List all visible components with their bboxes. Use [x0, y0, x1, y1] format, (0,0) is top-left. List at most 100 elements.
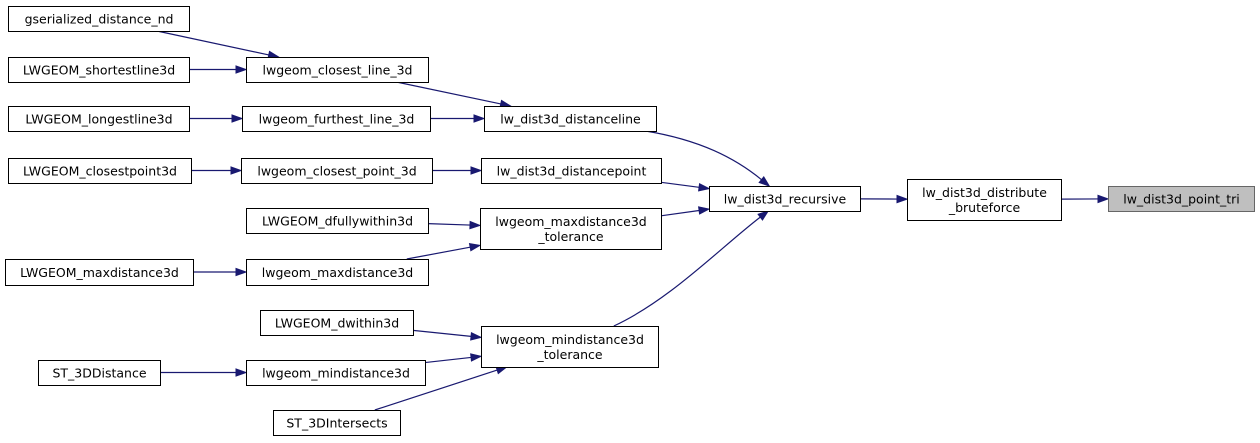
- edge-line: [156, 30, 269, 56]
- node-lw-dist3d-recursive[interactable]: lw_dist3d_recursive: [709, 186, 861, 212]
- node-box[interactable]: [5, 259, 194, 286]
- arrowhead: [470, 166, 483, 175]
- edge-lwgeom_closestpoint3d-to-lwgeom_closest_point_3d: [191, 166, 243, 175]
- node-label: lwgeom_closest_point_3d: [257, 164, 416, 179]
- node-label: LWGEOM_dfullywithin3d: [262, 214, 413, 229]
- edge-lwgeom_shortestline3d-to-lwgeom_closest_line_3d: [189, 65, 248, 74]
- node-box[interactable]: [8, 57, 190, 83]
- edge-line: [645, 130, 762, 181]
- edge-lwgeom_dfullywithin3d-to-lwgeom_maxdistance3d_tolerance: [427, 220, 482, 230]
- node-box[interactable]: [246, 259, 429, 286]
- arrowhead: [1097, 194, 1110, 204]
- node-box[interactable]: [38, 360, 161, 386]
- node-lwgeom-mindistance3d[interactable]: lwgeom_mindistance3d: [246, 360, 426, 386]
- node-box[interactable]: [241, 158, 433, 184]
- node-label: LWGEOM_maxdistance3d: [20, 265, 179, 280]
- node-lwgeom-closest-point-3d[interactable]: lwgeom_closest_point_3d: [241, 158, 433, 184]
- node-lwgeom-maxdistance3d-upper[interactable]: LWGEOM_maxdistance3d: [5, 259, 194, 286]
- edge-lw_dist3d_distancepoint-to-lw_dist3d_recursive: [660, 181, 711, 192]
- arrowhead: [896, 194, 909, 204]
- arrowhead: [758, 176, 771, 187]
- node-label: lw_dist3d_distancepoint: [497, 164, 647, 179]
- node-lwgeom-closest-line-3d[interactable]: lwgeom_closest_line_3d: [246, 57, 429, 83]
- edge-lwgeom_longestline3d-to-lwgeom_furthest_line_3d: [189, 114, 244, 123]
- arrowhead: [470, 332, 483, 341]
- node-label: LWGEOM_closestpoint3d: [23, 164, 177, 179]
- node-box[interactable]: [907, 179, 1062, 221]
- edge-lw_dist3d_distanceline-to-lw_dist3d_recursive: [645, 130, 771, 187]
- arrowhead: [468, 243, 482, 252]
- edge-st_3ddistance-to-lwgeom_mindistance3d: [160, 368, 248, 377]
- node-label: gserialized_distance_nd: [25, 12, 174, 27]
- node-box[interactable]: [481, 326, 659, 368]
- node-box[interactable]: [8, 6, 190, 32]
- node-box[interactable]: [484, 106, 657, 132]
- node-box[interactable]: [481, 158, 662, 184]
- node-label: lwgeom_furthest_line_3d: [259, 112, 415, 127]
- node-label: LWGEOM_longestline3d: [25, 112, 172, 127]
- node-box[interactable]: [8, 158, 192, 184]
- edge-line: [424, 356, 472, 364]
- node-box[interactable]: [709, 186, 861, 212]
- node-lw-dist3d-distancepoint[interactable]: lw_dist3d_distancepoint: [481, 158, 662, 184]
- node-label: lwgeom_mindistance3d: [496, 332, 644, 347]
- edge-lwgeom_maxdistance3d_tolerance-to-lw_dist3d_recursive: [660, 206, 711, 217]
- node-lwgeom-longestline3d[interactable]: LWGEOM_longestline3d: [8, 106, 190, 132]
- node-label: lw_dist3d_point_tri: [1123, 192, 1240, 207]
- node-gserialized-distance-nd[interactable]: gserialized_distance_nd: [8, 6, 190, 32]
- node-lwgeom-closestpoint3d[interactable]: LWGEOM_closestpoint3d: [8, 158, 192, 184]
- edge-lwgeom_closest_line_3d-to-lw_dist3d_distanceline: [396, 81, 513, 109]
- node-st-3dintersects[interactable]: ST_3DIntersects: [273, 410, 401, 436]
- node-lwgeom-maxdistance3d-tolerance[interactable]: lwgeom_maxdistance3d_tolerance: [480, 208, 662, 250]
- node-label: ST_3DDistance: [52, 366, 146, 381]
- node-box[interactable]: [273, 410, 401, 436]
- node-box[interactable]: [1108, 186, 1255, 212]
- node-box[interactable]: [246, 360, 426, 386]
- arrowhead: [698, 206, 711, 215]
- arrowhead: [757, 210, 770, 221]
- edge-lwgeom_mindistance3d_tolerance-to-lw_dist3d_recursive: [613, 210, 770, 327]
- node-box[interactable]: [260, 310, 414, 336]
- node-lwgeom-maxdistance3d[interactable]: lwgeom_maxdistance3d: [246, 259, 429, 286]
- node-label: ST_3DIntersects: [286, 416, 387, 431]
- edge-lwgeom_maxdistance3d_upper-to-lwgeom_maxdistance3d: [193, 267, 248, 277]
- node-lw-dist3d-distribute-bruteforce[interactable]: lw_dist3d_distribute_bruteforce: [907, 179, 1062, 221]
- edge-layer: [156, 30, 1110, 411]
- arrowhead: [235, 267, 248, 277]
- edge-lwgeom_closest_point_3d-to-lw_dist3d_distancepoint: [432, 166, 483, 175]
- arrowhead: [473, 114, 486, 123]
- node-lw-dist3d-distanceline[interactable]: lw_dist3d_distanceline: [484, 106, 657, 132]
- node-label: lwgeom_maxdistance3d: [262, 265, 413, 280]
- edge-lw_dist3d_distribute_bruteforce-to-lw_dist3d_point_tri: [1060, 194, 1110, 204]
- arrowhead: [235, 368, 248, 377]
- node-box[interactable]: [246, 208, 429, 234]
- node-lwgeom-dwithin3d[interactable]: LWGEOM_dwithin3d: [260, 310, 414, 336]
- node-label: LWGEOM_shortestline3d: [23, 63, 175, 78]
- node-label: lwgeom_closest_line_3d: [263, 63, 413, 78]
- arrowhead: [235, 65, 248, 74]
- node-box[interactable]: [480, 208, 662, 250]
- node-lw-dist3d-point-tri[interactable]: lw_dist3d_point_tri: [1108, 186, 1255, 212]
- node-st-3ddistance[interactable]: ST_3DDistance: [38, 360, 161, 386]
- node-layer: gserialized_distance_ndLWGEOM_shortestli…: [5, 6, 1255, 436]
- arrowhead: [469, 220, 482, 230]
- node-lwgeom-furthest-line-3d[interactable]: lwgeom_furthest_line_3d: [242, 106, 431, 132]
- node-lwgeom-dfullywithin3d[interactable]: LWGEOM_dfullywithin3d: [246, 208, 429, 234]
- node-box[interactable]: [246, 57, 429, 83]
- node-label: lw_dist3d_distribute: [922, 185, 1047, 200]
- node-label: lw_dist3d_recursive: [724, 192, 847, 207]
- edge-lwgeom_dwithin3d-to-lwgeom_mindistance3d_tolerance: [412, 329, 483, 341]
- edge-line: [427, 223, 471, 226]
- node-lwgeom-shortestline3d[interactable]: LWGEOM_shortestline3d: [8, 57, 190, 83]
- edge-line: [406, 246, 471, 260]
- node-label: lwgeom_mindistance3d: [262, 366, 410, 381]
- edge-lwgeom_furthest_line_3d-to-lw_dist3d_distanceline: [430, 114, 486, 123]
- node-box[interactable]: [8, 106, 190, 132]
- edge-lw_dist3d_recursive-to-lw_dist3d_distribute_bruteforce: [859, 194, 909, 204]
- node-lwgeom-mindistance3d-tolerance[interactable]: lwgeom_mindistance3d_tolerance: [481, 326, 659, 368]
- edge-line: [613, 216, 761, 327]
- edge-gserialized_distance_nd-to-lwgeom_closest_line_3d: [156, 30, 280, 60]
- node-box[interactable]: [242, 106, 431, 132]
- arrowhead: [470, 353, 483, 362]
